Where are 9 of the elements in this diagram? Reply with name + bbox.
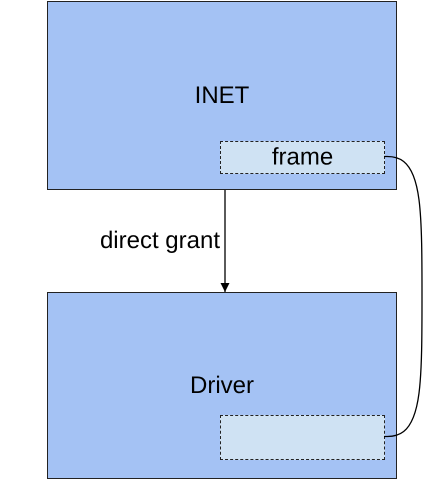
dashed-box [220,415,385,460]
dashed-box [220,141,385,174]
node-label: Driver [190,372,254,400]
system-box [47,1,397,190]
system-box [47,292,397,479]
connector [220,190,230,292]
node-label: INET [194,82,250,110]
connector [384,156,423,438]
node-label: frame [272,142,334,171]
